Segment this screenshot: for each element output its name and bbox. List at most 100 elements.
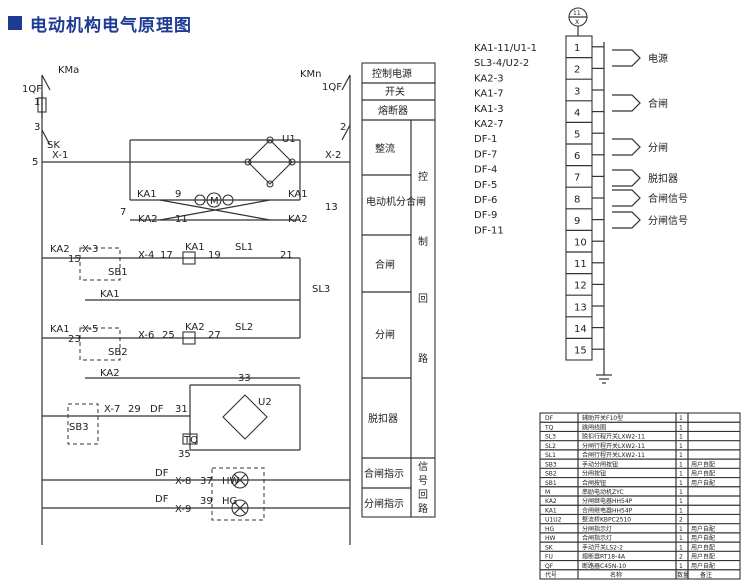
label-x4: X-4 xyxy=(138,250,154,261)
parts-cell-name: 合闸行程开关LXW2-11 xyxy=(582,451,645,459)
hw-lamp-icon xyxy=(231,471,249,489)
parts-cell-code: SL3 xyxy=(545,434,556,441)
label-ka2-row: KA2 xyxy=(100,368,120,379)
terminal-cell-number: 15 xyxy=(574,346,587,357)
label-sk: SK xyxy=(47,140,60,151)
label-n21: 21 xyxy=(280,250,293,261)
parts-cell-code: SL2 xyxy=(545,443,556,450)
terminal-left-label: DF-6 xyxy=(474,195,497,206)
tq-coil xyxy=(182,433,198,445)
label-x5: X-5 xyxy=(82,324,98,335)
label-n23: 23 xyxy=(68,334,81,345)
terminal-right-label: 脱扣器 xyxy=(648,172,678,185)
label-ka1-x5: KA1 xyxy=(50,324,70,335)
parts-header-name: 名称 xyxy=(610,571,622,579)
label-df-a: DF xyxy=(155,468,169,479)
label-qf-left: 1QF xyxy=(22,84,42,95)
parts-cell-qty: 1 xyxy=(679,443,683,450)
parts-cell-note: 用户自配 xyxy=(691,479,715,487)
legend-row-8: 合闸指示 xyxy=(364,467,404,480)
terminal-arrow-icon xyxy=(612,138,641,156)
parts-cell-name: 分闸按钮 xyxy=(582,470,606,478)
parts-cell-qty: 1 xyxy=(679,507,683,514)
parts-cell-name: 辅助开关F10型 xyxy=(582,414,623,422)
label-ka1a: KA1 xyxy=(137,189,157,200)
terminal-left-label: DF-5 xyxy=(474,180,497,191)
terminal-left-label: DF-9 xyxy=(474,210,497,221)
label-n2: 2 xyxy=(340,122,346,133)
label-kmn: KMn xyxy=(300,69,322,80)
parts-cell-code: SB3 xyxy=(545,461,557,468)
label-ka2b: KA2 xyxy=(288,214,308,225)
parts-cell-code: U1U2 xyxy=(545,517,562,524)
legend-row-3: 整流 xyxy=(375,142,395,155)
parts-cell-qty: 1 xyxy=(679,526,683,533)
label-df-b: DF xyxy=(155,494,169,505)
parts-header-qty: 数量 xyxy=(677,571,689,579)
label-sb1: SB1 xyxy=(108,267,128,278)
parts-cell-qty: 1 xyxy=(679,535,683,542)
parts-cell-qty: 1 xyxy=(679,489,683,496)
label-n37: 37 xyxy=(200,476,213,487)
terminal-left-label: DF-4 xyxy=(474,165,497,176)
parts-cell-code: HW xyxy=(545,535,556,542)
parts-cell-qty: 1 xyxy=(679,563,683,570)
label-sb2: SB2 xyxy=(108,347,128,358)
parts-cell-note: 用户自配 xyxy=(691,534,715,542)
label-n3: 3 xyxy=(34,122,40,133)
terminal-cell-number: 8 xyxy=(574,194,580,205)
label-n35: 35 xyxy=(178,449,191,460)
label-n33: 33 xyxy=(238,373,251,384)
label-n9: 9 xyxy=(175,189,181,200)
terminal-left-label: KA2-7 xyxy=(474,119,504,130)
parts-cell-name: 手动开关LS2-2 xyxy=(582,543,623,551)
parts-cell-code: DF xyxy=(545,415,554,422)
label-hg: HG xyxy=(222,496,237,507)
label-x8: X-8 xyxy=(175,476,191,487)
terminal-cell-number: 4 xyxy=(574,108,580,119)
terminal-top-x: X xyxy=(575,19,579,26)
legend-side-2: 回 xyxy=(418,293,428,305)
sk-switch xyxy=(41,129,51,146)
lamp-box xyxy=(211,467,265,521)
terminal-left-label: KA2-3 xyxy=(474,73,504,84)
label-n39: 39 xyxy=(200,496,213,507)
label-ka2a: KA2 xyxy=(138,214,158,225)
label-ka2-x3: KA2 xyxy=(50,244,70,255)
terminal-left-label: SL3-4/U2-2 xyxy=(474,58,529,69)
label-kma: KMa xyxy=(58,65,79,76)
label-n29: 29 xyxy=(128,404,141,415)
parts-cell-qty: 2 xyxy=(679,517,683,524)
parts-cell-note: 用户自配 xyxy=(691,553,715,561)
label-n15: 15 xyxy=(68,254,81,265)
terminal-right-label: 合闸信号 xyxy=(648,192,688,205)
label-u2: U2 xyxy=(258,397,272,408)
terminal-cell-number: 10 xyxy=(574,238,587,249)
terminal-top-num: 11 xyxy=(573,10,581,17)
title-text: 电动机构电气原理图 xyxy=(30,15,192,36)
parts-cell-code: SB1 xyxy=(545,480,557,487)
legend-row-5: 合闸 xyxy=(375,258,395,271)
label-qf-right: 1QF xyxy=(322,82,342,93)
sb2-box xyxy=(79,327,121,361)
label-ka2-coil: KA2 xyxy=(185,322,205,333)
legend-row-6: 分闸 xyxy=(375,328,395,341)
parts-cell-code: HG xyxy=(545,526,555,533)
terminal-cell-number: 7 xyxy=(574,173,580,184)
parts-cell-note: 用户自配 xyxy=(691,562,715,570)
parts-cell-qty: 1 xyxy=(679,544,683,551)
parts-cell-name: 串励电动机ZYC xyxy=(582,488,624,496)
parts-cell-qty: 1 xyxy=(679,415,683,422)
parts-cell-note: 用户自配 xyxy=(691,460,715,468)
terminal-arrow-icon xyxy=(612,49,641,67)
parts-cell-name: 手动分闸按钮 xyxy=(582,460,618,468)
parts-cell-qty: 2 xyxy=(679,554,683,561)
label-x6: X-6 xyxy=(138,330,154,341)
parts-cell-code: M xyxy=(545,489,550,496)
terminal-right-label: 分闸信号 xyxy=(648,214,688,227)
terminal-cell-number: 5 xyxy=(574,130,580,141)
label-ka1-coil: KA1 xyxy=(185,242,205,253)
ka1-coil xyxy=(182,251,196,265)
parts-cell-qty: 1 xyxy=(679,461,683,468)
